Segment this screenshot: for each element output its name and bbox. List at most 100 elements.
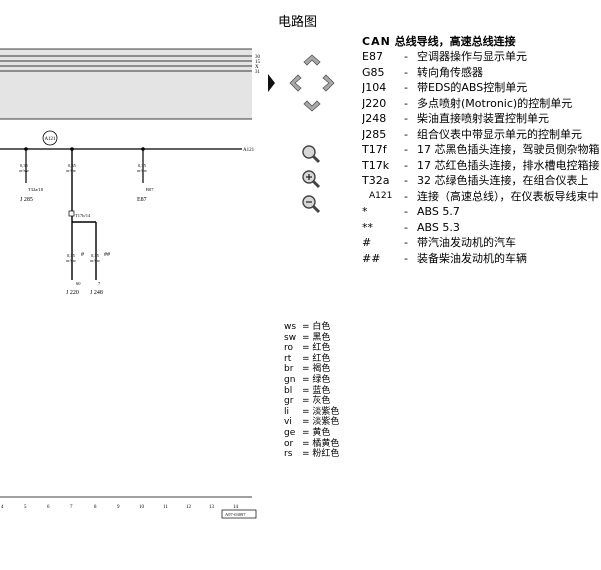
splice-label: T17b/14 (75, 213, 91, 218)
arrow-right-icon[interactable] (322, 74, 335, 92)
wire-color-name: 灰色 (312, 396, 331, 407)
wire-size-2: 0,35 (68, 163, 77, 169)
legend-title-text: 总线导线，高速总线连接 (390, 35, 516, 48)
legend-item: G85-转向角传感器 (362, 65, 601, 81)
wire-color-row: sw = 黑色 (284, 333, 339, 344)
arrow-down-icon[interactable] (303, 100, 321, 112)
legend-item: J104-带EDS的ABS控制单元 (362, 80, 601, 96)
scale-number: 7 (70, 505, 73, 510)
branch-wire-color-2: or/sw (90, 258, 101, 263)
wire-color-row: gr= 灰色 (284, 396, 339, 407)
bus-label-15: 15 (255, 60, 261, 65)
navigation-pad (268, 54, 335, 112)
component-j248: J 248 (90, 290, 103, 296)
wire-color-eq: = (302, 427, 313, 438)
scale-number: 12 (186, 505, 192, 510)
drawing-number: A97-03097 (225, 512, 246, 517)
wire-color-name: 红色 (312, 343, 331, 354)
wire-color-abbr: rs (284, 449, 293, 460)
page-title: 电路图 (278, 15, 318, 30)
legend-desc: ABS 5.7 (417, 205, 460, 218)
branch-mark-2: ## (104, 252, 110, 258)
legend-title: CAN 总线导线，高速总线连接 (362, 35, 601, 49)
wire-color-eq: = (302, 417, 313, 428)
legend-dash: - (404, 50, 408, 63)
wiring-diagram: 30 15 X 31 A121 A121 0,35 or/sw T32a/18 … (0, 48, 261, 519)
wire-color-eq: = (302, 322, 313, 332)
legend-code: T17f (362, 143, 387, 156)
wire-color-eq: = (302, 353, 313, 364)
scale-number: 10 (139, 505, 145, 510)
wire-color-row: vi= 淡紫色 (284, 417, 339, 428)
wire-color-abbr: or (284, 438, 294, 449)
bus-label-x: X (255, 65, 259, 70)
legend-item: J220-多点喷射(Motronic)的控制单元 (362, 96, 601, 112)
wire-color-name: 蓝色 (312, 385, 331, 396)
legend-code: * (362, 205, 368, 218)
wire-color-row: bl = 蓝色 (284, 386, 339, 397)
legend-item: J248-柴油直接喷射装置控制单元 (362, 111, 601, 127)
wire-color-row: br= 褐色 (284, 364, 339, 375)
pan-right-icon[interactable] (268, 74, 275, 92)
arrow-up-icon[interactable] (303, 54, 321, 66)
wire-color-name: 褐色 (312, 364, 331, 375)
legend-dash: - (404, 65, 408, 79)
legend-item: A121-连接（高速总线），在仪表板导线束中 (362, 189, 601, 205)
wire-color-eq: = (302, 332, 313, 343)
scale-number: 14 (233, 505, 239, 510)
scale-number: 9 (117, 505, 120, 510)
zoom-in-icon[interactable] (300, 168, 322, 190)
legend-dash: - (404, 189, 408, 203)
wire-color-eq: = (302, 364, 313, 375)
wire-color-2: or/sw (66, 168, 77, 173)
legend-dash: - (404, 143, 408, 156)
wire-color-row: ro= 红色 (284, 343, 339, 354)
wire-color-abbr: bl (284, 385, 293, 396)
wire-color-name: 淡紫色 (312, 417, 340, 428)
pin-label-3: B07 (146, 187, 154, 192)
legend-code: T32a (362, 174, 390, 187)
bus-label-30: 30 (255, 55, 261, 60)
legend-desc: 连接（高速总线），在仪表板导线束中 (417, 189, 599, 203)
wire-color-name: 黄色 (312, 427, 331, 438)
branch-wire-color-1: or/sw (66, 258, 77, 263)
wire-color-eq: = (302, 385, 313, 396)
component-j285: J 285 (20, 197, 33, 203)
legend-dash: - (404, 81, 408, 94)
zoom-icon[interactable] (300, 143, 322, 165)
wire-color-abbr: sw (284, 332, 297, 343)
can-bus-end-label: A121 (243, 148, 255, 153)
wire-color-row: ws= 白色 (284, 322, 339, 333)
drawing-number-box (221, 509, 257, 519)
legend-desc: ABS 5.3 (417, 220, 460, 234)
legend-dash: - (404, 205, 408, 218)
legend-dash: - (404, 112, 408, 125)
branch-mark-1: # (81, 252, 84, 258)
legend-dash: - (404, 220, 408, 234)
wire-color-eq: = (302, 374, 313, 385)
arrow-left-icon[interactable] (289, 74, 302, 92)
legend-desc: 多点喷射(Motronic)的控制单元 (417, 96, 573, 110)
wire-color-1: or/sw (19, 168, 30, 173)
legend-code: ## (362, 251, 381, 265)
wire-size-3: 0,35 (138, 163, 147, 169)
legend-title-prefix: CAN (362, 35, 391, 48)
legend-desc: 32 芯绿色插头连接，在组合仪表上 (417, 174, 589, 187)
wire-color-name: 绿色 (312, 374, 331, 385)
component-j220: J 220 (66, 290, 79, 296)
legend-code: J248 (362, 112, 387, 125)
legend-desc: 组合仪表中带显示单元的控制单元 (417, 127, 582, 141)
wire-color-name: 黑色 (312, 332, 331, 343)
wire-color-eq: = (302, 438, 313, 449)
wire-color-row: li= 淡紫色 (284, 407, 339, 418)
wire-color-row: gn= 绿色 (284, 375, 339, 386)
legend-dash: - (404, 158, 408, 172)
zoom-out-icon[interactable] (300, 193, 322, 215)
legend-item: T32a-32 芯绿色插头连接，在组合仪表上 (362, 173, 601, 189)
scale-number: 13 (209, 505, 215, 510)
branch-pin-1: 60 (76, 281, 81, 286)
legend-code: E87 (362, 50, 383, 63)
legend-item: * -ABS 5.7 (362, 204, 601, 220)
